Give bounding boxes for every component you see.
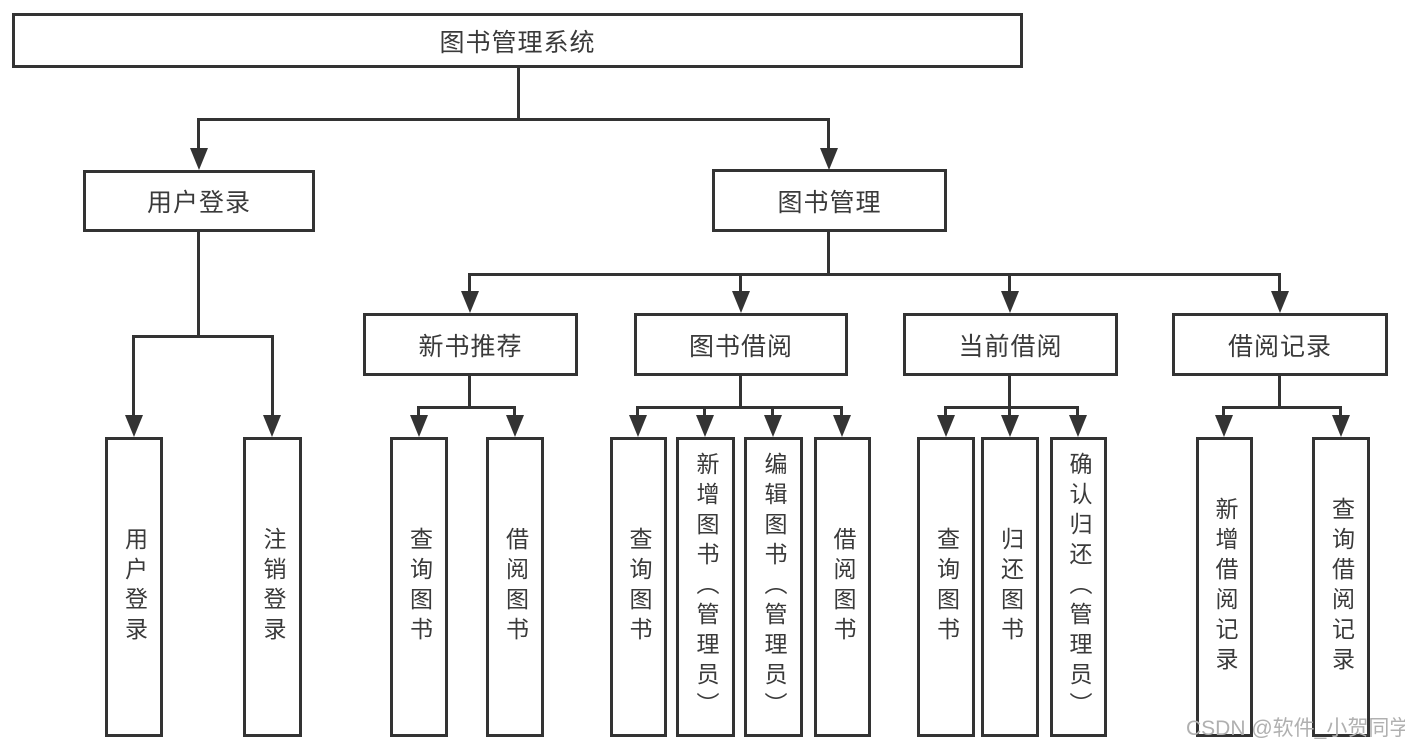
node-label: 查询图书 <box>626 527 652 647</box>
connector-line <box>468 273 471 293</box>
node-book-management: 图书管理 <box>712 169 947 232</box>
leaf-return-books: 归还图书 <box>981 437 1039 737</box>
connector-line <box>517 67 520 121</box>
connector-arrowhead <box>1332 415 1350 437</box>
node-label: 查询图书 <box>933 527 960 647</box>
connector-arrowhead <box>1069 415 1087 437</box>
node-label: 当前借阅 <box>958 332 1063 361</box>
node-label: 用户登录 <box>121 527 148 647</box>
node-borrow-records: 借阅记录 <box>1172 313 1388 376</box>
node-label: 查询借阅记录 <box>1328 497 1355 677</box>
leaf-query-books-current: 查询图书 <box>917 437 975 737</box>
node-library-system: 图书管理系统 <box>12 13 1023 68</box>
leaf-query-books-borrow: 查询图书 <box>610 437 667 737</box>
node-current-borrow: 当前借阅 <box>903 313 1118 376</box>
node-label: 编辑图书（管理员） <box>761 452 787 722</box>
connector-line <box>771 406 774 419</box>
connector-line <box>468 376 471 409</box>
connector-arrowhead <box>410 415 428 437</box>
node-label: 借阅图书 <box>830 527 856 647</box>
connector-arrowhead <box>1001 291 1019 313</box>
connector-line <box>944 406 947 419</box>
connector-line <box>1008 406 1011 419</box>
node-label: 图书管理 <box>777 188 882 217</box>
connector-line <box>197 118 830 121</box>
connector-arrowhead <box>1215 415 1233 437</box>
connector-line <box>1008 273 1011 293</box>
leaf-add-borrow-record: 新增借阅记录 <box>1196 437 1253 737</box>
connector-line <box>1008 376 1011 409</box>
watermark: CSDN @软件_小贺同学 <box>1186 717 1405 740</box>
connector-arrowhead <box>506 415 524 437</box>
node-label: 借阅图书 <box>502 527 529 647</box>
leaf-add-book-admin: 新增图书（管理员） <box>676 437 735 737</box>
node-label: 查询图书 <box>406 527 433 647</box>
connector-arrowhead <box>696 415 714 437</box>
connector-arrowhead <box>1271 291 1289 313</box>
leaf-borrow-books: 借阅图书 <box>814 437 871 737</box>
leaf-user-login: 用户登录 <box>105 437 163 737</box>
connector-line <box>132 335 135 418</box>
connector-line <box>827 232 830 275</box>
connector-line <box>271 335 274 418</box>
leaf-confirm-return-admin: 确认归还（管理员） <box>1050 437 1107 737</box>
connector-line <box>1222 406 1225 419</box>
leaf-query-books-recommend: 查询图书 <box>390 437 448 737</box>
node-label: 确认归还（管理员） <box>1066 452 1092 722</box>
connector-line <box>636 406 639 419</box>
node-new-book-recommend: 新书推荐 <box>363 313 578 376</box>
connector-arrowhead <box>732 291 750 313</box>
connector-line <box>1278 273 1281 293</box>
node-label: 图书管理系统 <box>439 28 596 57</box>
leaf-logout: 注销登录 <box>243 437 302 737</box>
connector-arrowhead <box>764 415 782 437</box>
leaf-query-borrow-record: 查询借阅记录 <box>1312 437 1370 737</box>
node-book-borrow: 图书借阅 <box>634 313 848 376</box>
connector-line <box>739 376 742 409</box>
connector-line <box>1222 406 1342 409</box>
leaf-borrow-books-recommend: 借阅图书 <box>486 437 544 737</box>
connector-arrowhead <box>820 148 838 170</box>
connector-line <box>1076 406 1079 419</box>
node-user-login: 用户登录 <box>83 170 315 232</box>
connector-arrowhead <box>263 415 281 437</box>
connector-arrowhead <box>125 415 143 437</box>
connector-arrowhead <box>629 415 647 437</box>
connector-arrowhead <box>190 148 208 170</box>
connector-arrowhead <box>937 415 955 437</box>
node-label: 归还图书 <box>997 527 1024 647</box>
connector-line <box>417 406 516 409</box>
node-label: 新增借阅记录 <box>1212 497 1238 677</box>
connector-arrowhead <box>461 291 479 313</box>
leaf-edit-book-admin: 编辑图书（管理员） <box>744 437 803 737</box>
connector-arrowhead <box>1001 415 1019 437</box>
node-label: 借阅记录 <box>1227 332 1332 361</box>
node-label: 新书推荐 <box>418 332 523 361</box>
node-label: 新增图书（管理员） <box>693 452 719 722</box>
connector-line <box>636 406 843 409</box>
node-label: 注销登录 <box>260 527 286 647</box>
connector-line <box>827 118 830 151</box>
connector-line <box>513 406 516 419</box>
connector-line <box>1278 376 1281 409</box>
connector-line <box>132 335 274 338</box>
connector-arrowhead <box>833 415 851 437</box>
connector-line <box>417 406 420 419</box>
connector-line <box>468 273 1281 276</box>
connector-line <box>840 406 843 419</box>
connector-line <box>739 273 742 293</box>
connector-line <box>197 232 200 337</box>
node-label: 图书借阅 <box>688 332 793 361</box>
connector-line <box>944 406 1079 409</box>
node-label: 用户登录 <box>146 189 251 217</box>
connector-line <box>1339 406 1342 419</box>
connector-line <box>703 406 706 419</box>
connector-line <box>197 118 200 151</box>
